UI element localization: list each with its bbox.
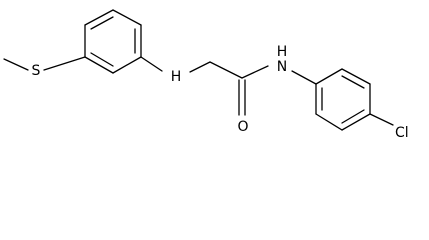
atom-chlorine: Cl <box>395 125 409 141</box>
atom-amide-hydrogen: H <box>277 44 288 60</box>
atom-amide-nitrogen: N <box>277 59 287 75</box>
atom-sulfur: S <box>32 63 41 79</box>
atom-oxygen: O <box>237 119 248 135</box>
carbonyl-group: O <box>237 79 249 135</box>
chloro-group: Cl <box>369 113 409 141</box>
right-benzene-ring <box>315 68 371 131</box>
methylene-bond <box>209 61 243 79</box>
molecule-structure: S H O H N Cl <box>3 9 409 141</box>
amine-linker: H <box>140 56 211 85</box>
amide-group: H N <box>241 44 317 85</box>
atom-amine-hydrogen: H <box>171 69 182 85</box>
methylthio-group: S <box>3 56 86 79</box>
left-benzene-ring <box>84 9 142 74</box>
